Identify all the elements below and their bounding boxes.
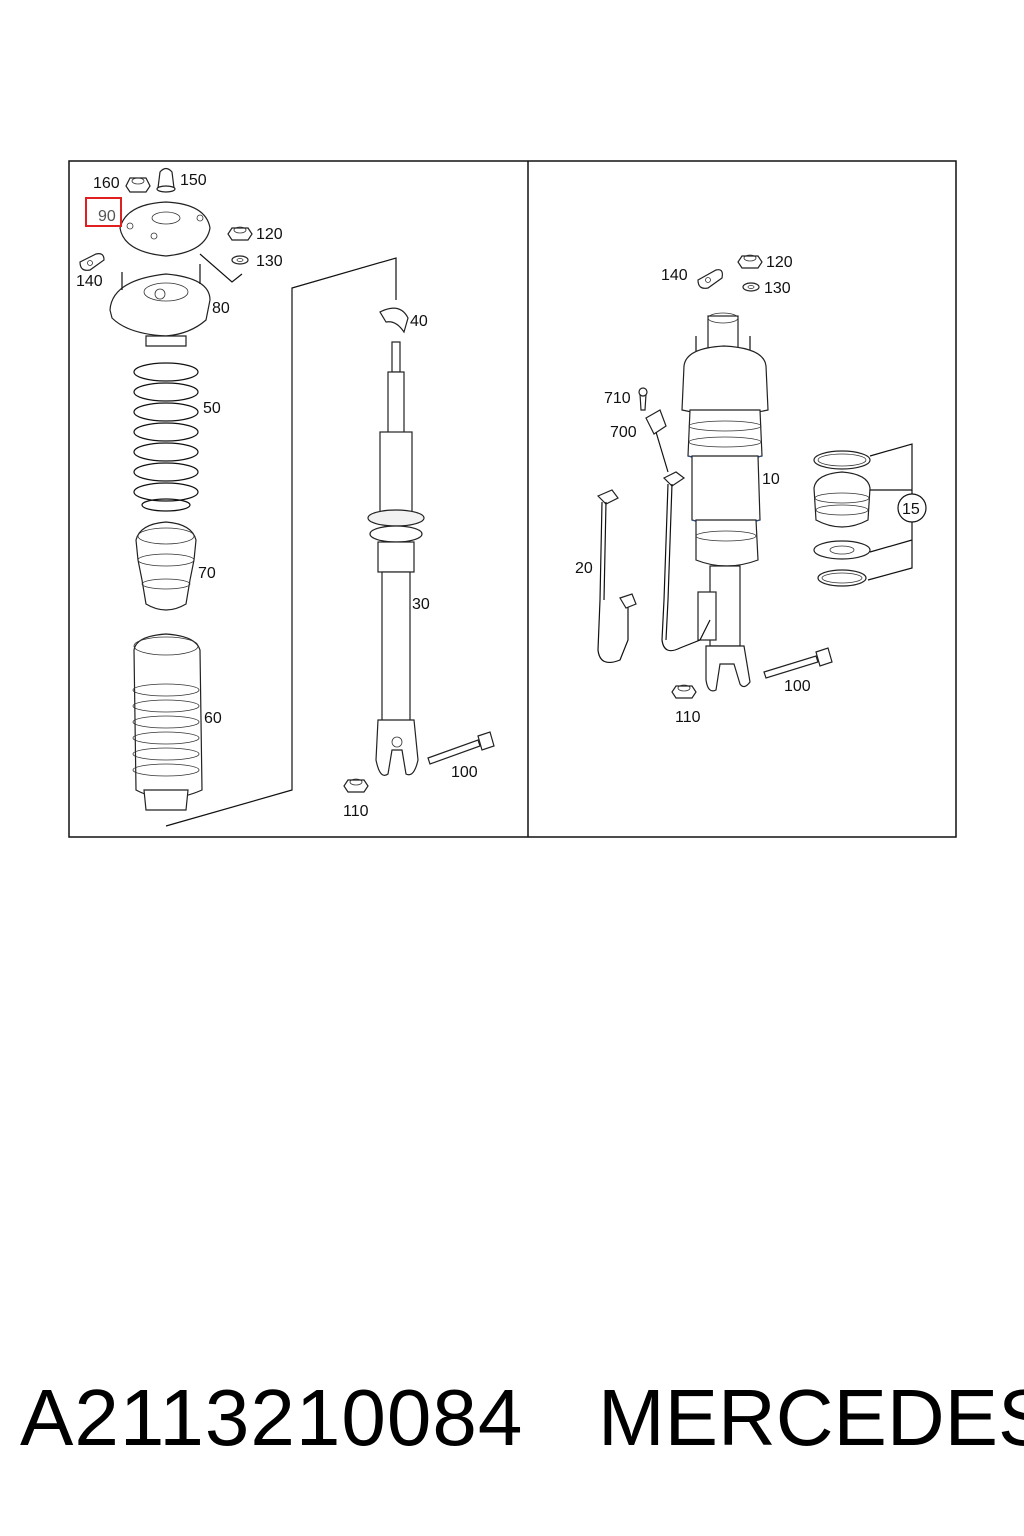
part-710-screw xyxy=(638,387,648,411)
callout-50: 50 xyxy=(203,400,221,417)
callout-10: 10 xyxy=(762,471,780,488)
part-10-air-strut xyxy=(681,312,769,692)
left-panel xyxy=(79,167,495,827)
strut-sensor-cable xyxy=(661,471,711,652)
assembly-bracket xyxy=(165,257,397,827)
callout-90: 90 xyxy=(98,208,116,225)
part-30-shock-absorber xyxy=(367,341,425,776)
callout-110: 110 xyxy=(343,803,369,820)
callout-70: 70 xyxy=(198,565,216,582)
part-130-washer xyxy=(231,255,249,265)
callout-130-right: 130 xyxy=(764,280,791,297)
callout-30: 30 xyxy=(412,596,430,613)
caption: A2113210084 MERCEDES xyxy=(0,1372,1024,1482)
part-120-nut-right xyxy=(737,254,763,269)
part-20-cable xyxy=(596,489,637,663)
brand-name: MERCEDES xyxy=(598,1373,1024,1462)
callout-100-right: 100 xyxy=(784,678,811,695)
parts-diagram: 160 150 90 120 130 140 80 40 50 70 30 60… xyxy=(68,160,957,838)
part-110-nut xyxy=(343,778,369,793)
part-15-kit xyxy=(813,450,871,587)
callout-90-highlight xyxy=(85,197,122,227)
callout-100: 100 xyxy=(451,764,478,781)
callout-700: 700 xyxy=(610,424,637,441)
part-number: A2113210084 xyxy=(20,1373,524,1462)
leader-700 xyxy=(655,431,669,473)
part-140-bracket xyxy=(79,253,105,271)
part-90-mount-plate xyxy=(119,201,211,257)
callout-80: 80 xyxy=(212,300,230,317)
leader-120-130 xyxy=(199,253,243,283)
diagram-frame xyxy=(68,160,957,838)
part-700-sensor xyxy=(645,409,667,435)
callout-120-right: 120 xyxy=(766,254,793,271)
callout-110-right: 110 xyxy=(675,709,701,726)
callout-150: 150 xyxy=(180,172,207,189)
part-120-nut xyxy=(227,226,253,241)
part-140-bracket-right xyxy=(697,269,723,289)
callout-140-right: 140 xyxy=(661,267,688,284)
part-160-nut xyxy=(125,177,151,193)
callout-710: 710 xyxy=(604,390,631,407)
right-panel xyxy=(596,254,927,699)
part-100-bolt-right xyxy=(763,647,833,679)
part-100-bolt xyxy=(427,731,495,765)
part-70-bump-stop xyxy=(135,521,197,611)
callout-40: 40 xyxy=(410,313,428,330)
callout-15: 15 xyxy=(902,501,920,518)
part-40-clip xyxy=(379,307,409,334)
part-50-coil-spring xyxy=(133,362,199,512)
callout-15-circle xyxy=(897,493,927,523)
callout-60: 60 xyxy=(204,710,222,727)
part-80-strut-mount xyxy=(109,264,211,347)
part-130-washer-right xyxy=(742,282,760,292)
part-60-dust-boot xyxy=(132,633,203,811)
callout-160: 160 xyxy=(93,175,120,192)
part-150-cap xyxy=(156,167,176,193)
part-110-nut-right xyxy=(671,684,697,699)
callout-130: 130 xyxy=(256,253,283,270)
callout-20: 20 xyxy=(575,560,593,577)
callout-140: 140 xyxy=(76,273,103,290)
callout-120: 120 xyxy=(256,226,283,243)
